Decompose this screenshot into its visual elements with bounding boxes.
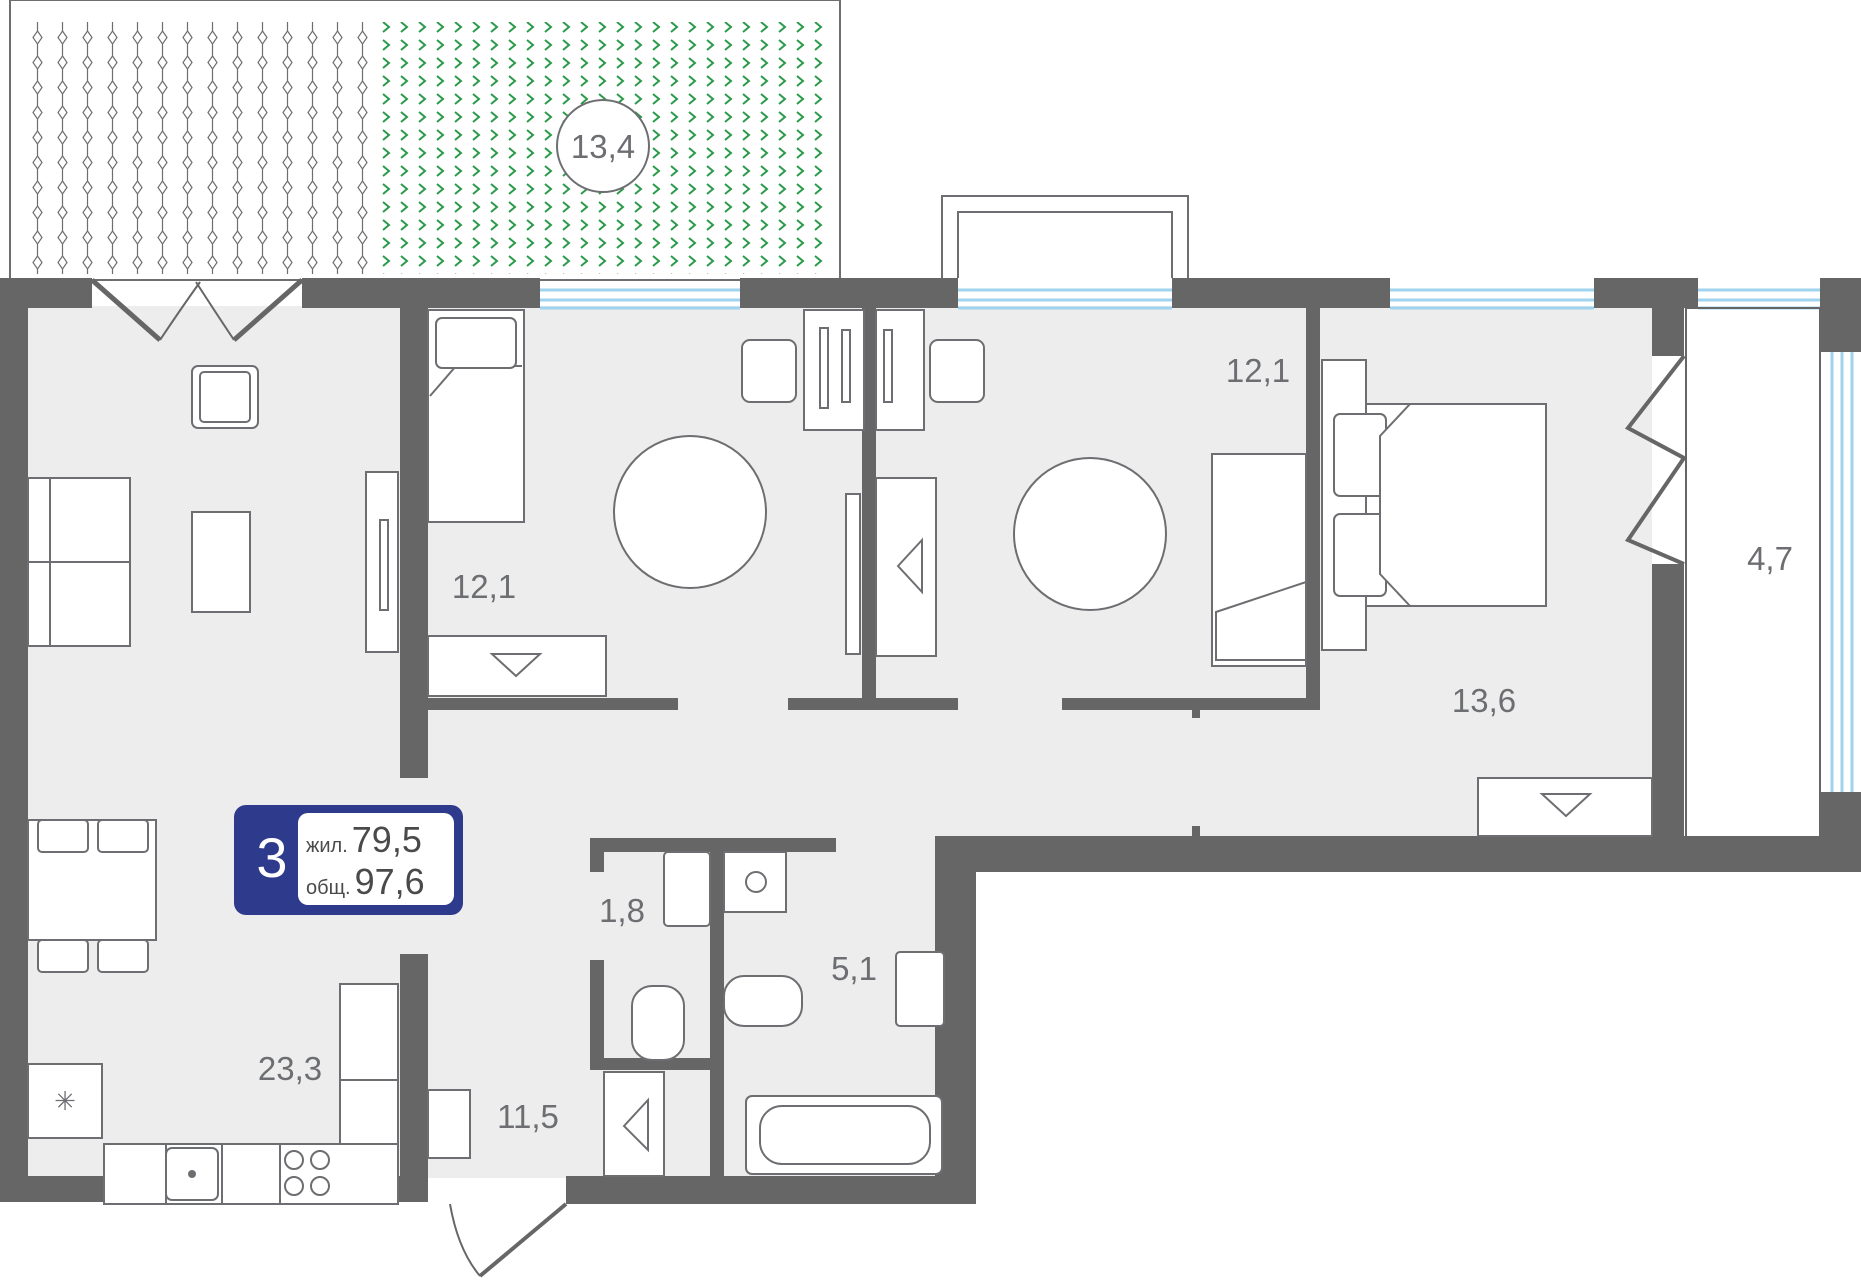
furniture-bedroom-mid xyxy=(875,309,1307,667)
loggia xyxy=(1685,307,1821,839)
bedroom-mid-area: 12,1 xyxy=(1226,352,1290,389)
bedroom-left-area: 12,1 xyxy=(452,568,516,605)
rug xyxy=(1013,457,1167,611)
cooktop xyxy=(284,1150,304,1170)
furniture-living: ✳ xyxy=(27,365,399,1205)
area-summary: жил.79,5 общ.97,6 xyxy=(298,813,454,905)
desk xyxy=(803,309,865,431)
area-labels: 12,1 12,1 13,6 4,7 23,3 11,5 1,8 5,1 xyxy=(258,352,1793,1135)
tv-unit xyxy=(365,471,399,653)
apartment-summary-badge: 3 жил.79,5 общ.97,6 xyxy=(234,805,463,915)
living-kitchen-area: 23,3 xyxy=(258,1050,322,1087)
desk-chair xyxy=(741,339,797,403)
furniture-bath xyxy=(427,851,945,1177)
living-area-row: жил.79,5 xyxy=(306,819,422,861)
toilet xyxy=(631,985,685,1061)
wc-sink xyxy=(663,851,711,927)
wc-area: 1,8 xyxy=(599,892,645,929)
fridge xyxy=(27,1063,103,1139)
walls xyxy=(0,278,1861,1204)
terrace-area-circle xyxy=(556,99,650,193)
rug xyxy=(613,435,767,589)
total-area-row: общ.97,6 xyxy=(306,861,425,903)
doors xyxy=(90,278,1687,1278)
living-area-label: жил. xyxy=(306,835,348,857)
rooms-count: 3 xyxy=(256,826,288,889)
furniture-bedroom-right xyxy=(1321,359,1653,837)
bedroom-right-area: 13,6 xyxy=(1452,682,1516,719)
nightstand xyxy=(1321,359,1367,651)
balcony-top xyxy=(941,195,1189,278)
bath-sink xyxy=(895,951,945,1027)
terrace: 13,4 xyxy=(9,0,841,281)
total-area-value: 97,6 xyxy=(354,861,425,902)
bathroom-area: 5,1 xyxy=(831,950,877,987)
loggia-floor xyxy=(1684,306,1836,840)
tv-stand xyxy=(845,493,861,655)
furniture-bedroom-left xyxy=(427,309,865,697)
coffee-table xyxy=(191,511,251,613)
desk-chair xyxy=(929,339,985,403)
svg-text:✳: ✳ xyxy=(54,1087,76,1117)
terrace-area-label: 13,4 xyxy=(571,128,635,165)
kitchen-counter-bottom xyxy=(103,1143,399,1205)
living-area-value: 79,5 xyxy=(351,819,422,860)
hall-cabinet xyxy=(427,1089,471,1159)
total-area-label: общ. xyxy=(306,877,351,899)
bath-toilet xyxy=(723,975,803,1027)
loggia-area: 4,7 xyxy=(1747,540,1793,577)
hall-area: 11,5 xyxy=(497,1098,559,1135)
